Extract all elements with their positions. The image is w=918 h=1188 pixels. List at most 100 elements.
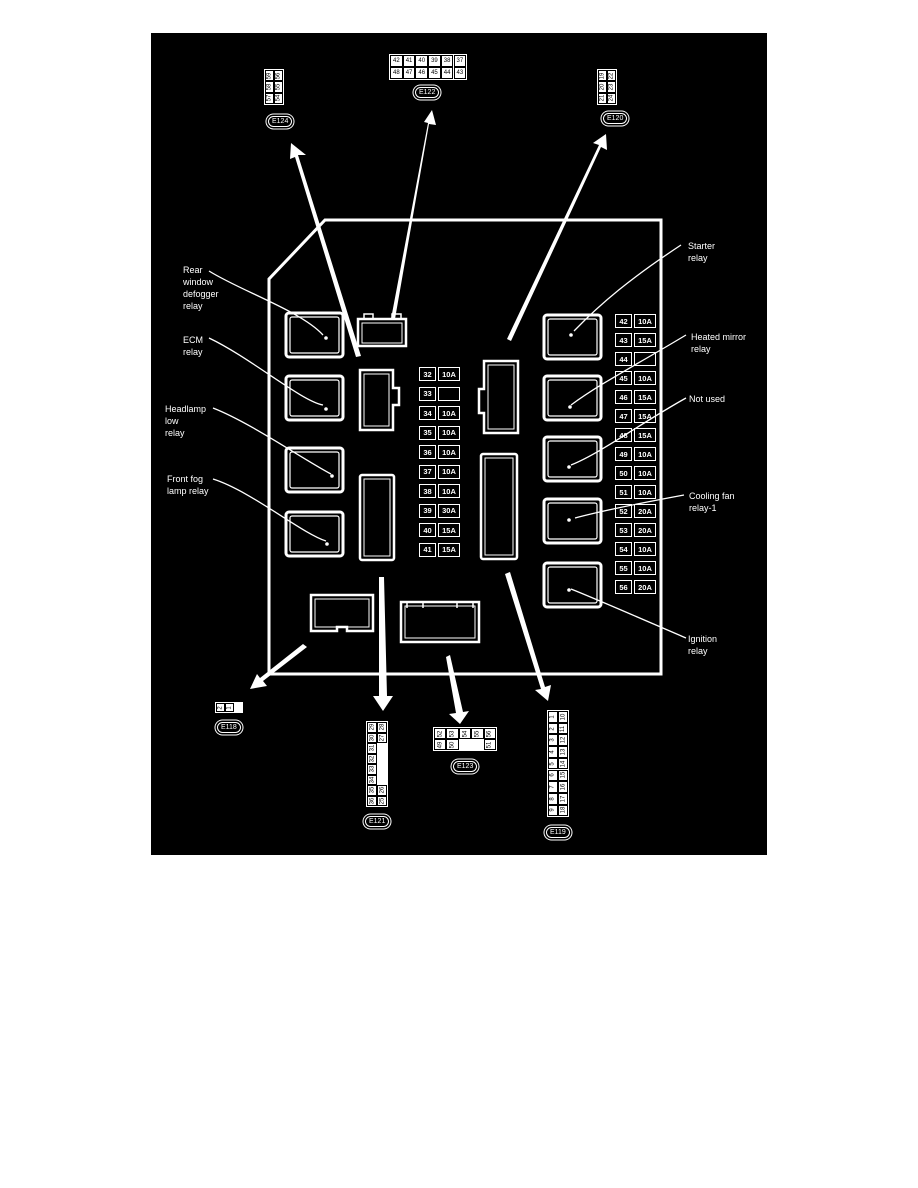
connector-pin: 29: [367, 722, 377, 733]
fuse-number: 43: [615, 333, 632, 347]
connector-pin: 39: [428, 55, 441, 67]
connector-pin: 1: [548, 711, 558, 723]
relay-ecm: [284, 374, 345, 422]
connector-pin: 53: [446, 728, 459, 739]
connector-pin: 7: [548, 781, 558, 793]
fuse-number: 34: [419, 406, 436, 420]
connector-pin: 3: [548, 734, 558, 747]
fuse-number: 44: [615, 352, 632, 366]
large-fuse-right: [479, 452, 519, 561]
connector-pin: 19: [598, 70, 607, 82]
fuse-number: 39: [419, 503, 436, 518]
fuse-number: 55: [615, 561, 632, 575]
arrow-to-e119: [505, 572, 551, 701]
connector-pin: 54: [274, 92, 283, 104]
connector-pin: 16: [558, 781, 568, 793]
fuse-rating: 20A: [634, 504, 656, 518]
connector-pin: 4: [548, 746, 558, 758]
connector-pin: 48: [390, 67, 403, 79]
connector-pin: 6: [548, 769, 558, 782]
connector-pin: 52: [434, 728, 447, 739]
connector-pin: 41: [402, 55, 416, 67]
fuse-rating: 10A: [634, 314, 656, 328]
large-fuse-left: [358, 473, 396, 562]
arrow-to-e118: [250, 644, 307, 689]
fuse-rating: 10A: [634, 447, 656, 461]
connector-pin: 2: [216, 703, 225, 712]
fuse-rating: 10A: [634, 485, 656, 499]
connector-pin: 17: [558, 792, 568, 805]
connector-pin: 31: [367, 743, 377, 754]
connector-tag-e120: E120: [603, 113, 628, 124]
socket-e123: [399, 600, 481, 644]
connector-pin: 28: [377, 722, 387, 733]
fuse-number: 51: [615, 485, 632, 499]
fuse-number: 53: [615, 523, 632, 537]
connector-tag-e119: E119: [546, 827, 570, 838]
fuse-number: 41: [419, 542, 436, 557]
connector-tag-e121: E121: [365, 816, 390, 827]
connector-pin: 59: [265, 70, 274, 82]
fuse-rating: 10A: [438, 406, 460, 420]
fuse-number: 33: [419, 386, 436, 401]
connector-pin: 24: [607, 92, 616, 104]
connector-pin: 37: [453, 55, 467, 67]
label-rear-window-defogger-relay: Rear window defogger relay: [183, 265, 219, 311]
connector-pin: 23: [607, 81, 616, 93]
connector-pin: 18: [558, 804, 568, 817]
connector-pin: 34: [367, 774, 377, 785]
fuse-rating: 10A: [438, 464, 460, 479]
connector-pin: 57: [265, 92, 274, 104]
fuse-rating: 10A: [634, 466, 656, 480]
fuse-rating: 15A: [634, 333, 656, 347]
fuse-number: 48: [615, 428, 632, 442]
fuse-rating: 15A: [634, 409, 656, 423]
fuse-rating: 20A: [634, 580, 656, 594]
connector-pin: 43: [453, 67, 467, 79]
label-not-used: Not used: [689, 394, 726, 404]
relay-cooling-fan: [542, 497, 603, 545]
fuse-rating: [634, 352, 656, 366]
connector-pin: 51: [483, 739, 496, 750]
socket-e118: [309, 593, 375, 633]
fuse-number: 32: [419, 367, 436, 381]
connector-tag-e122: E122: [415, 87, 440, 98]
connector-pin: 54: [458, 728, 472, 739]
fuse-rating: 10A: [634, 542, 656, 556]
connector-pin: 13: [558, 746, 568, 758]
connector-pin: 44: [440, 67, 454, 79]
connector-pin: 56: [483, 728, 496, 739]
fuse-rating: 15A: [634, 390, 656, 404]
connector-pin: 47: [402, 67, 416, 79]
connector-pin: 33: [367, 764, 377, 775]
connector-pin: 36: [367, 795, 377, 806]
connector-pin: 50: [446, 739, 459, 750]
label-ignition-relay: Ignition relay: [688, 634, 718, 656]
fuse-number: 52: [615, 504, 632, 518]
connector-pin: 12: [558, 734, 568, 747]
fuse-number: 37: [419, 464, 436, 479]
label-ecm-relay: ECM relay: [183, 335, 203, 357]
relay-rear-window-defogger: [284, 311, 345, 359]
